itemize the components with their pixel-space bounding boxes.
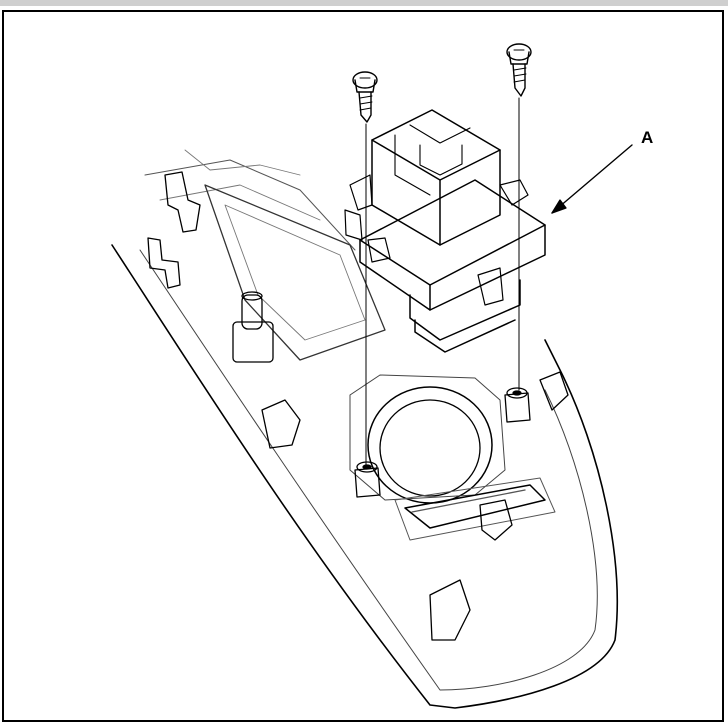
left-screw-boss (354, 461, 381, 498)
switch-component-a (344, 109, 546, 353)
callout-leader (551, 144, 633, 214)
top-bar (0, 0, 728, 6)
right-screw (506, 43, 532, 391)
diagram-frame (2, 10, 724, 722)
callout-label-a: A (641, 128, 654, 147)
right-screw-boss (504, 387, 531, 423)
console-panel (111, 149, 618, 709)
left-screw (352, 71, 378, 469)
